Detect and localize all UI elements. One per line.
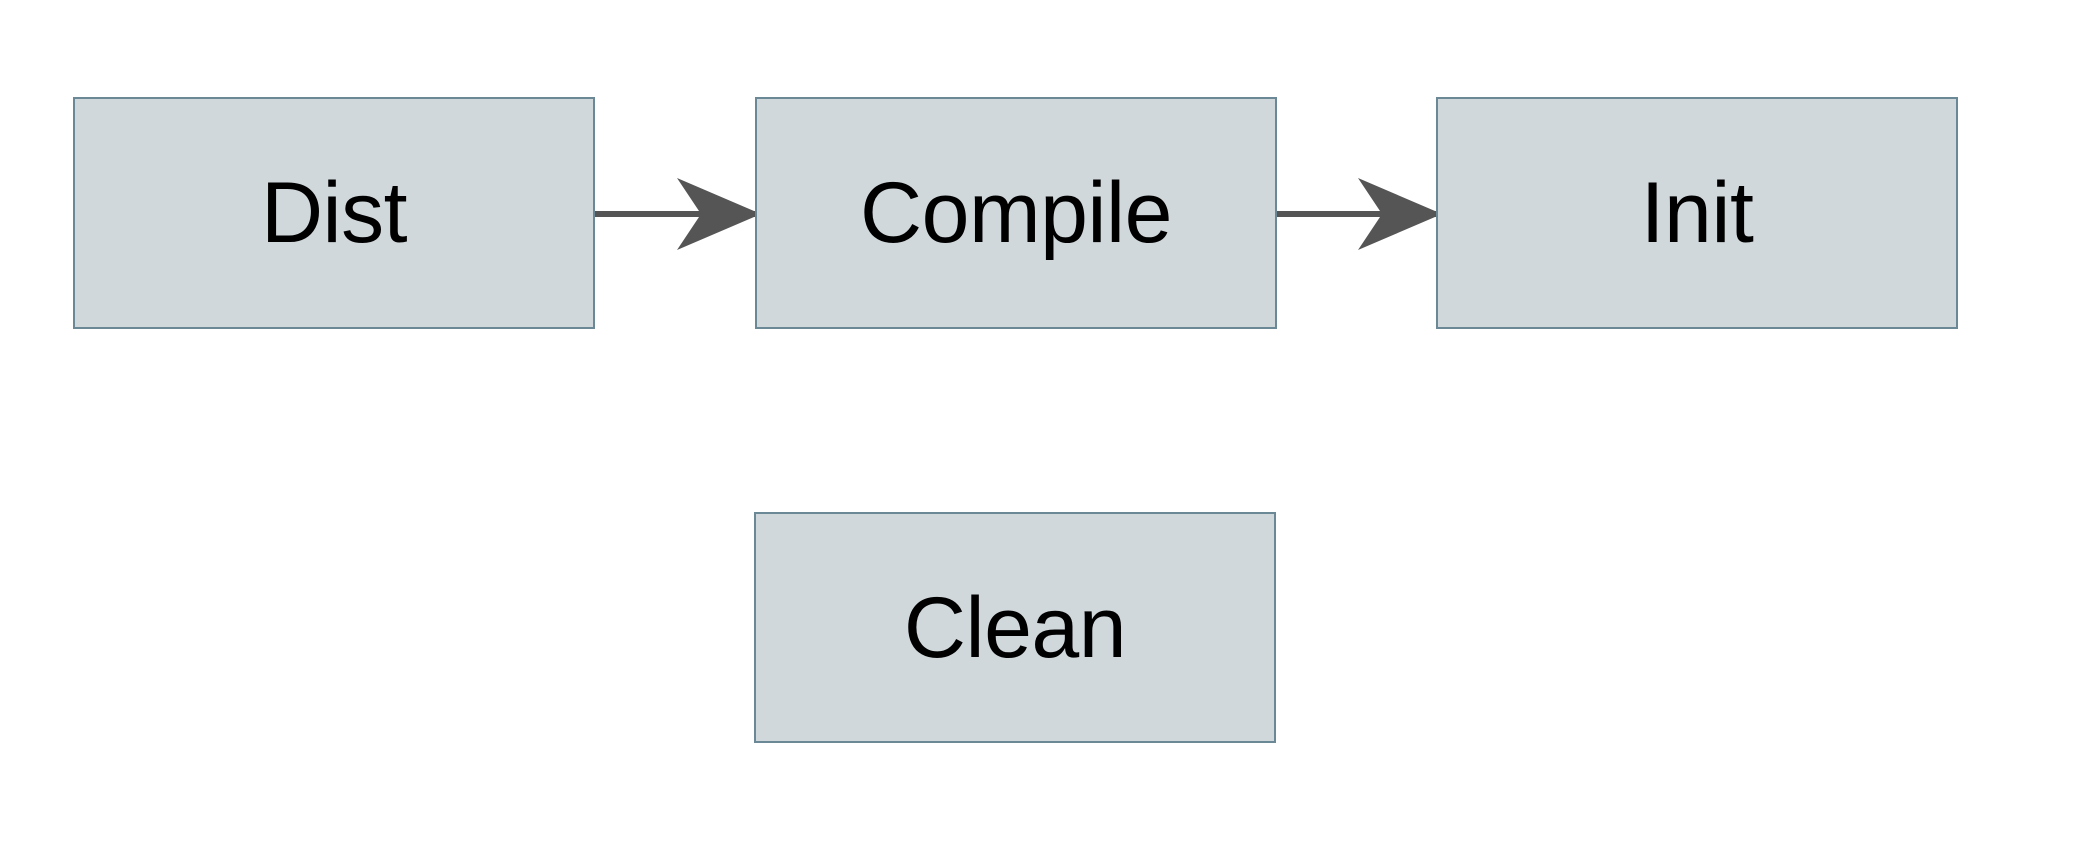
node-clean[interactable]: Clean: [754, 512, 1276, 743]
edge-compile-to-init-hitbox[interactable]: [1277, 200, 1436, 228]
node-compile-label: Compile: [860, 165, 1172, 261]
node-clean-label: Clean: [903, 579, 1127, 676]
node-dist[interactable]: Dist: [73, 97, 595, 329]
edge-dist-to-compile-hitbox[interactable]: [595, 200, 755, 228]
node-init-label: Init: [1640, 165, 1754, 261]
node-dist-label: Dist: [260, 165, 408, 261]
node-compile[interactable]: Compile: [755, 97, 1277, 329]
node-init[interactable]: Init: [1436, 97, 1958, 329]
